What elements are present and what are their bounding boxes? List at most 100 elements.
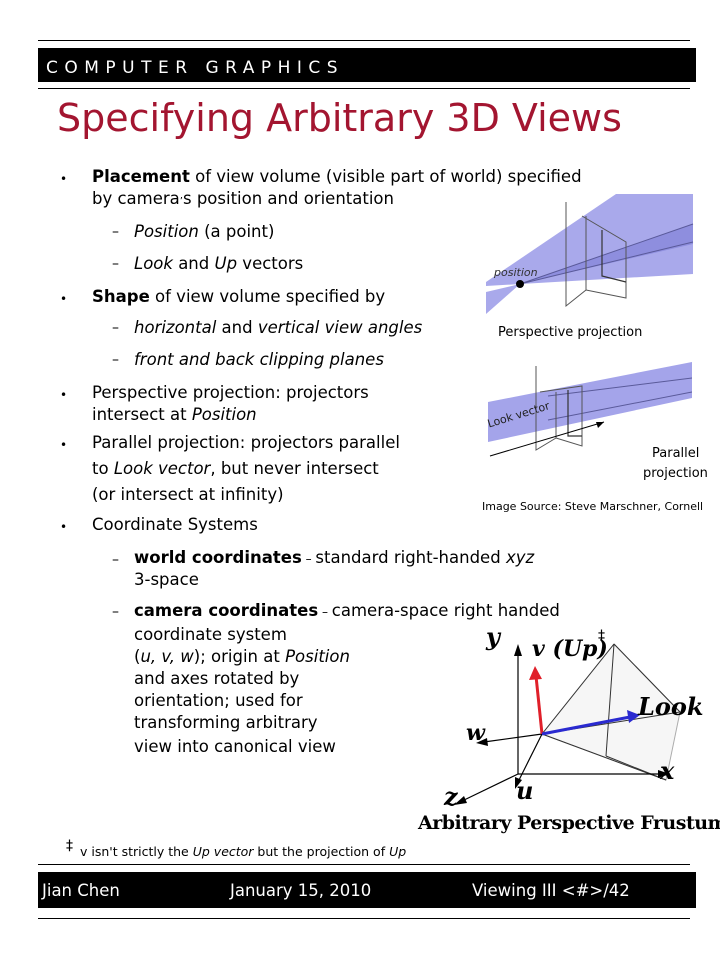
bullet-bold: Shape: [92, 287, 150, 306]
footnote-text: v isn't strictly the Up vector but the p…: [80, 844, 406, 859]
page-title: Specifying Arbitrary 3D Views: [57, 96, 622, 140]
footer-bottom-rule: [38, 918, 690, 919]
sub-position: Position (a point): [134, 221, 274, 242]
position-label: position: [494, 266, 538, 279]
sub-camera-line: (u, v, w); origin at Position: [134, 646, 350, 667]
text: Look vector: [113, 459, 211, 478]
text: by camera: [92, 189, 180, 208]
frustum-v-label: v (Up): [532, 636, 608, 662]
frustum-dagger: ‡: [598, 628, 605, 644]
sub-world-coords-line2: 3-space: [134, 570, 199, 589]
parallel-caption-1: Parallel: [652, 446, 700, 461]
header-bottom-rule: [38, 88, 690, 89]
bullet-dot: •: [60, 388, 68, 402]
text: (a point): [198, 222, 275, 241]
sub-view-angles: horizontal and vertical view angles: [134, 317, 422, 338]
bullet-dot: •: [60, 292, 68, 306]
bullet-perspective-line2: intersect at Position: [92, 404, 257, 425]
image-source: Image Source: Steve Marschner, Cornell: [482, 500, 704, 513]
sub-camera-line: and axes rotated by: [134, 669, 300, 688]
text: camera-space right handed: [331, 601, 560, 620]
header-label: COMPUTER GRAPHICS: [46, 58, 345, 78]
sub-camera-line: view into canonical view: [134, 737, 336, 756]
sub-look-up: Look and Up vectors: [134, 253, 303, 274]
perspective-projection-figure: [486, 194, 694, 314]
text: horizontal: [134, 318, 217, 337]
frustum-u-label: u: [516, 776, 534, 805]
text: Up: [389, 844, 407, 859]
sub-camera-line: coordinate system: [134, 625, 287, 644]
text: Up: [214, 254, 238, 273]
bullet-placement: Placement of view volume (visible part o…: [92, 166, 582, 187]
frustum-x-label: x: [660, 756, 675, 785]
text: u, v, w: [140, 647, 194, 666]
sub-camera-line: transforming arbitrary: [134, 713, 318, 732]
text: s position and orientation: [182, 189, 394, 208]
text: vectors: [237, 254, 304, 273]
text: and: [172, 254, 215, 273]
text: vertical view angles: [257, 318, 423, 337]
sub-camera-line: orientation; used for: [134, 691, 303, 710]
sub-dash: –: [112, 552, 119, 568]
sub-camera-coords: camera coordinates – camera-space right …: [134, 600, 560, 623]
text: Position: [285, 647, 350, 666]
header-bar: COMPUTER GRAPHICS: [38, 48, 696, 82]
sub-dash: –: [112, 224, 119, 240]
text: Look: [134, 254, 173, 273]
text: Position: [191, 405, 257, 424]
text: standard right-handed: [315, 548, 506, 567]
footer-date: January 15, 2010: [230, 881, 372, 900]
parallel-caption-2: projection: [643, 466, 708, 481]
sub-dash: –: [112, 604, 119, 620]
sub-dash: –: [112, 320, 119, 336]
text: world coordinates: [134, 548, 302, 567]
bullet-dot: •: [60, 172, 68, 186]
bullet-parallel-line3: (or intersect at infinity): [92, 485, 284, 504]
bullet-placement-line2: by camera’s position and orientation: [92, 188, 394, 212]
text: intersect at: [92, 405, 192, 424]
text: –: [301, 552, 316, 566]
text: Viewing III: [472, 881, 562, 900]
bullet-parallel-line2: to Look vector, but never intersect: [92, 458, 379, 479]
bullet-parallel: Parallel projection: projectors parallel: [92, 433, 400, 452]
top-rule: [38, 40, 690, 41]
parallel-projection-figure: [488, 362, 692, 457]
bullet-coordinate-systems: Coordinate Systems: [92, 515, 258, 534]
text: front and back clipping planes: [134, 350, 384, 369]
bullet-text: of view volume (visible part of world) s…: [189, 167, 582, 186]
text: v isn't strictly the: [80, 844, 193, 859]
sub-dash: –: [112, 256, 119, 272]
text: /42: [603, 881, 630, 900]
frustum-caption: Arbitrary Perspective Frustum: [418, 812, 720, 834]
frustum-look-label: Look: [638, 692, 704, 721]
text: Up vector: [192, 844, 254, 859]
text: to: [92, 459, 114, 478]
sub-clipping-planes: front and back clipping planes: [134, 349, 384, 370]
bullet-bold: Placement: [92, 167, 190, 186]
footer-author: Jian Chen: [42, 881, 120, 900]
bullet-dot: •: [60, 438, 68, 452]
frustum-y-label: y: [486, 622, 500, 651]
footer-top-rule: [38, 864, 690, 865]
text: and: [216, 318, 258, 337]
bullet-shape: Shape of view volume specified by: [92, 286, 385, 307]
text: but the projection of: [253, 844, 390, 859]
text: <#>: [561, 881, 604, 900]
frustum-w-label: w: [466, 720, 485, 746]
footer-slide-number: Viewing III <#>/42: [472, 881, 630, 900]
bullet-perspective: Perspective projection: projectors: [92, 383, 369, 402]
sub-world-coords: world coordinates – standard right-hande…: [134, 547, 534, 570]
footnote-dagger: ‡: [66, 838, 73, 854]
text: xyz: [505, 548, 535, 567]
text: –: [318, 605, 332, 619]
apostrophe: ’: [179, 196, 183, 207]
perspective-caption: Perspective projection: [498, 325, 643, 340]
bullet-dot: •: [60, 520, 68, 534]
text: (: [134, 647, 141, 666]
text: Position: [134, 222, 199, 241]
text: ); origin at: [193, 647, 286, 666]
text: camera coordinates: [134, 601, 319, 620]
text: of view volume specified by: [149, 287, 386, 306]
footer-bar: Jian Chen January 15, 2010 Viewing III <…: [38, 872, 696, 908]
frustum-figure: [454, 643, 681, 805]
